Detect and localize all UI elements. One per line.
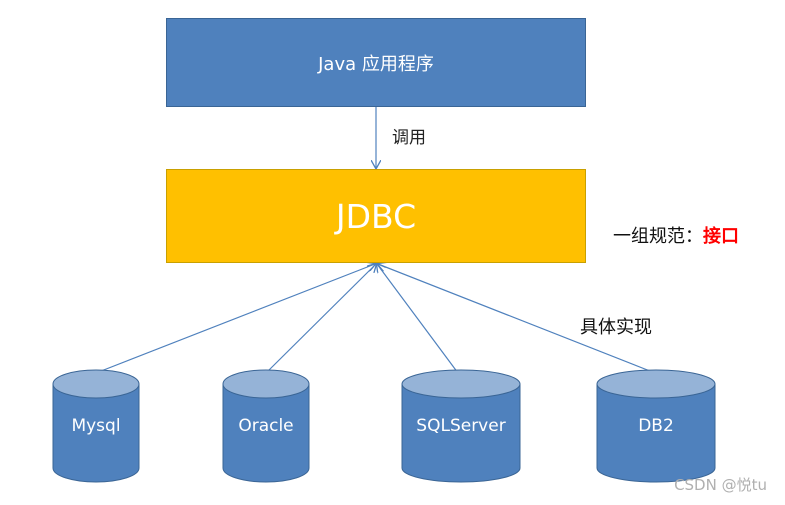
db-sqlserver: SQLServer (401, 368, 521, 484)
database-cylinder-icon (596, 369, 716, 483)
impl-arrow-mysql (95, 264, 375, 374)
spec-label: 一组规范：接口 (613, 222, 739, 248)
db-label: Oracle (238, 416, 294, 436)
db-oracle: Oracle (222, 368, 310, 484)
call-label: 调用 (392, 128, 426, 148)
impl-arrow-db2 (378, 264, 656, 374)
impl-arrow-sqlserver (377, 264, 459, 374)
database-cylinder-icon (401, 369, 521, 483)
db-mysql: Mysql (52, 368, 140, 484)
watermark: CSDN @悦tu (674, 476, 767, 494)
database-cylinder-icon (52, 369, 140, 483)
java-app-box: Java 应用程序 (166, 18, 586, 107)
impl-arrow-oracle (265, 264, 376, 374)
db-db2: DB2 (596, 368, 716, 484)
java-app-label: Java 应用程序 (318, 53, 434, 75)
jdbc-label: JDBC (335, 196, 417, 236)
db-label: SQLServer (416, 416, 506, 436)
db-label: Mysql (71, 416, 121, 436)
spec-highlight: 接口 (703, 226, 739, 247)
database-cylinder-icon (222, 369, 310, 483)
spec-prefix: 一组规范： (613, 226, 703, 247)
db-label: DB2 (638, 416, 674, 436)
jdbc-box: JDBC (166, 169, 586, 263)
impl-label: 具体实现 (580, 317, 652, 338)
